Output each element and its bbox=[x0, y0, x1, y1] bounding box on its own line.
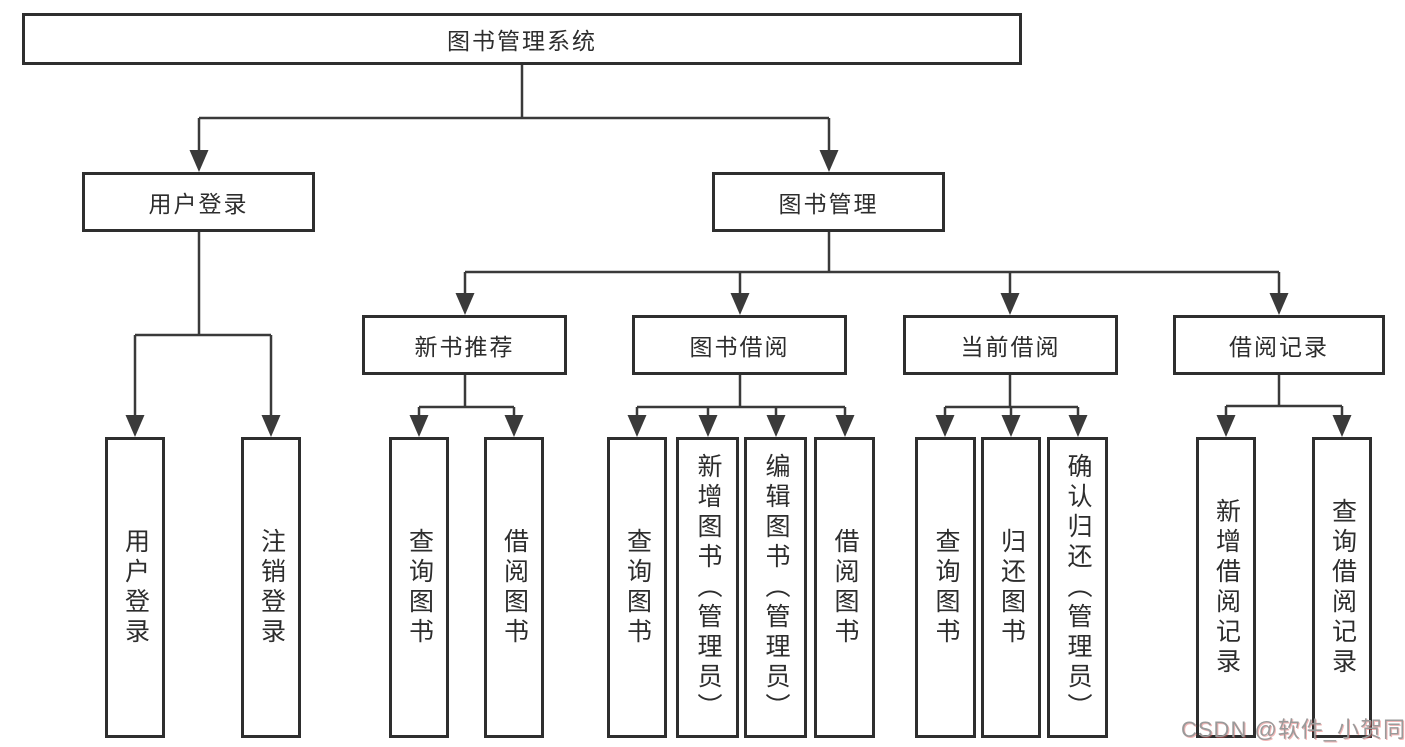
arrowhead bbox=[189, 150, 209, 172]
leaf-confirm-return-admin: 确认归还（管理员） bbox=[1047, 437, 1108, 738]
arrowhead bbox=[766, 415, 786, 437]
leaf-user-login: 用户登录 bbox=[105, 437, 165, 738]
arrowhead bbox=[1001, 415, 1021, 437]
connector-line bbox=[133, 232, 273, 416]
connector-line bbox=[943, 375, 1080, 416]
leaf-query-borrow-record: 查询借阅记录 bbox=[1312, 437, 1372, 738]
arrowhead bbox=[1332, 415, 1352, 437]
node-current-borrowing: 当前借阅 bbox=[903, 315, 1118, 375]
connector-line bbox=[417, 375, 516, 416]
arrowhead bbox=[1216, 415, 1236, 437]
arrowhead bbox=[261, 415, 281, 437]
connector-line bbox=[635, 375, 847, 416]
arrowhead bbox=[835, 415, 855, 437]
arrowhead bbox=[125, 415, 145, 437]
leaf-recommend-query-books: 查询图书 bbox=[389, 437, 449, 738]
arrowhead bbox=[698, 415, 718, 437]
leaf-edit-books-admin: 编辑图书（管理员） bbox=[744, 437, 807, 738]
leaf-return-books: 归还图书 bbox=[981, 437, 1041, 738]
csdn-watermark: CSDN @软件_小贺同学 bbox=[1181, 717, 1405, 742]
arrowhead bbox=[935, 415, 955, 437]
leaf-add-books-admin: 新增图书（管理员） bbox=[676, 437, 739, 738]
leaf-logout: 注销登录 bbox=[241, 437, 301, 738]
connector-line bbox=[463, 232, 1281, 294]
node-library-management-system: 图书管理系统 bbox=[22, 13, 1022, 65]
node-book-management: 图书管理 bbox=[712, 172, 945, 232]
node-borrowing-records: 借阅记录 bbox=[1173, 315, 1385, 375]
leaf-borrowing-borrow-books: 借阅图书 bbox=[814, 437, 875, 738]
node-user-login: 用户登录 bbox=[82, 172, 315, 232]
node-book-borrowing: 图书借阅 bbox=[632, 315, 847, 375]
node-new-book-recommend: 新书推荐 bbox=[362, 315, 567, 375]
arrowhead bbox=[1000, 293, 1020, 315]
leaf-add-borrow-record: 新增借阅记录 bbox=[1196, 437, 1256, 738]
arrowhead bbox=[819, 150, 839, 172]
arrowhead bbox=[504, 415, 524, 437]
leaf-current-query-books: 查询图书 bbox=[915, 437, 976, 738]
connector-line bbox=[197, 65, 831, 151]
arrowhead bbox=[409, 415, 429, 437]
connector-line bbox=[1224, 375, 1344, 416]
arrowhead bbox=[627, 415, 647, 437]
leaf-recommend-borrow-books: 借阅图书 bbox=[484, 437, 544, 738]
leaf-borrowing-query-books: 查询图书 bbox=[607, 437, 667, 738]
arrowhead bbox=[1269, 293, 1289, 315]
arrowhead bbox=[1068, 415, 1088, 437]
arrowhead bbox=[455, 293, 475, 315]
arrowhead bbox=[730, 293, 750, 315]
